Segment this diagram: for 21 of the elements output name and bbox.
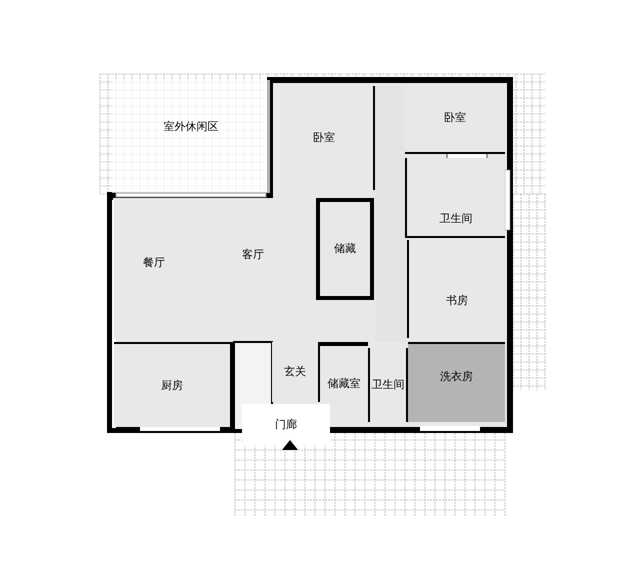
room-label: 客厅 [242, 248, 264, 262]
room-label: 洗衣房 [440, 370, 473, 384]
room-label: 储藏室 [328, 377, 360, 391]
room-label: 卧室 [444, 111, 466, 125]
room-label: 餐厅 [143, 256, 165, 270]
room-label: 卫生间 [372, 378, 404, 392]
room-area [272, 342, 320, 402]
room-area [405, 158, 505, 238]
room-label: 厨房 [161, 378, 183, 392]
room-area [408, 342, 505, 422]
room-label: 卫生间 [440, 212, 472, 226]
room-label: 书房 [446, 294, 468, 308]
room-label: 室外休闲区 [164, 120, 218, 134]
room-area [316, 198, 374, 300]
room-area [242, 404, 330, 446]
room-label: 储藏 [334, 242, 356, 256]
room-label: 门廊 [275, 418, 297, 432]
room-area [114, 342, 234, 427]
room-label: 卧室 [313, 131, 335, 145]
room-area [112, 80, 270, 193]
room-label: 玄关 [284, 365, 306, 379]
